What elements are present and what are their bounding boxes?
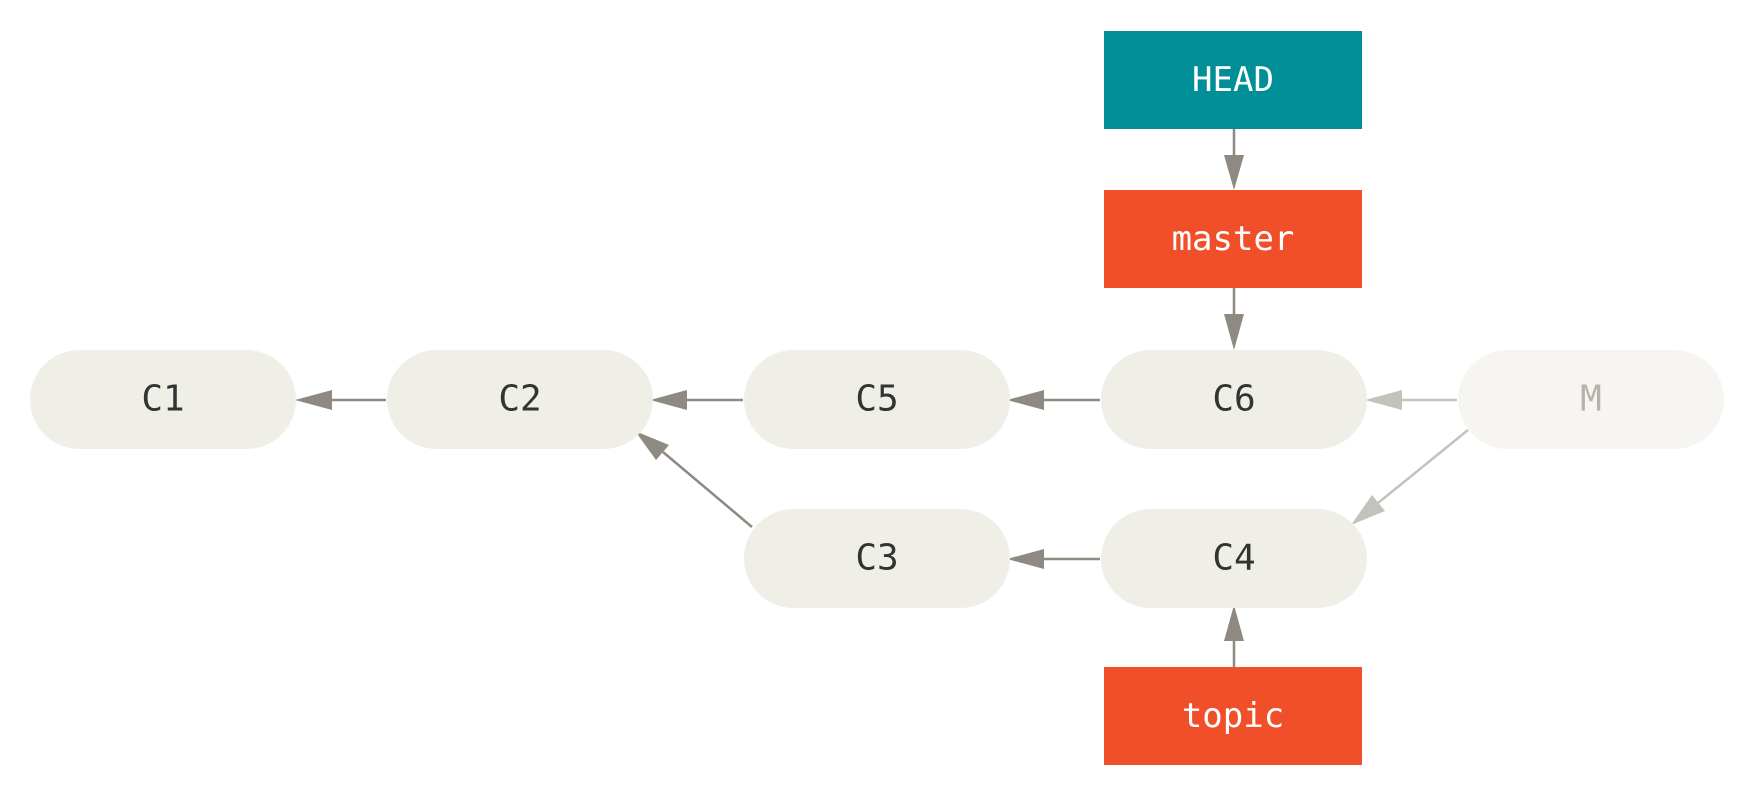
commit-c3-shape <box>744 509 1010 608</box>
edge-m-to-c4 <box>1377 429 1469 504</box>
arrowhead-c6 <box>1224 314 1244 350</box>
commit-c3-label: C3 <box>855 538 898 579</box>
commit-m-label: M <box>1580 379 1602 420</box>
arrowhead-c6-ghost <box>1365 390 1402 410</box>
commit-c5: C5 <box>744 350 1010 449</box>
commit-c3: C3 <box>744 509 1010 608</box>
ref-head-box <box>1104 31 1362 129</box>
ref-master: master <box>1104 190 1362 288</box>
ref-topic-label: topic <box>1182 696 1284 736</box>
commit-c2: C2 <box>387 350 653 449</box>
commit-c1-shape <box>30 350 296 449</box>
commit-m-shape <box>1458 350 1724 449</box>
ref-topic: topic <box>1104 667 1362 765</box>
edge-c3-to-c2 <box>662 451 753 528</box>
edges <box>295 129 1469 667</box>
arrowhead-c5 <box>1007 390 1044 410</box>
arrowhead-c4 <box>1224 605 1244 641</box>
commit-c5-label: C5 <box>855 379 898 420</box>
arrowhead-c1 <box>295 390 332 410</box>
ref-master-box <box>1104 190 1362 288</box>
commit-c1-label: C1 <box>141 379 184 420</box>
commit-c4-label: C4 <box>1212 538 1255 579</box>
commit-c2-label: C2 <box>498 379 541 420</box>
commit-c1: C1 <box>30 350 296 449</box>
arrowhead-c2 <box>650 390 687 410</box>
arrowhead-master <box>1224 155 1244 190</box>
commit-c4-shape <box>1101 509 1367 608</box>
commit-c2-shape <box>387 350 653 449</box>
commit-c4: C4 <box>1101 509 1367 608</box>
ref-head-label: HEAD <box>1192 60 1274 100</box>
ref-master-label: master <box>1172 219 1295 259</box>
arrowhead-c2-diagonal <box>635 431 669 460</box>
arrowhead-c4-ghost <box>1351 495 1385 525</box>
commit-c6: C6 <box>1101 350 1367 449</box>
commit-c6-shape <box>1101 350 1367 449</box>
commit-m: M <box>1458 350 1724 449</box>
arrowhead-c3 <box>1007 549 1044 569</box>
commit-c6-label: C6 <box>1212 379 1255 420</box>
ref-head: HEAD <box>1104 31 1362 129</box>
commit-c5-shape <box>744 350 1010 449</box>
ref-topic-box <box>1104 667 1362 765</box>
